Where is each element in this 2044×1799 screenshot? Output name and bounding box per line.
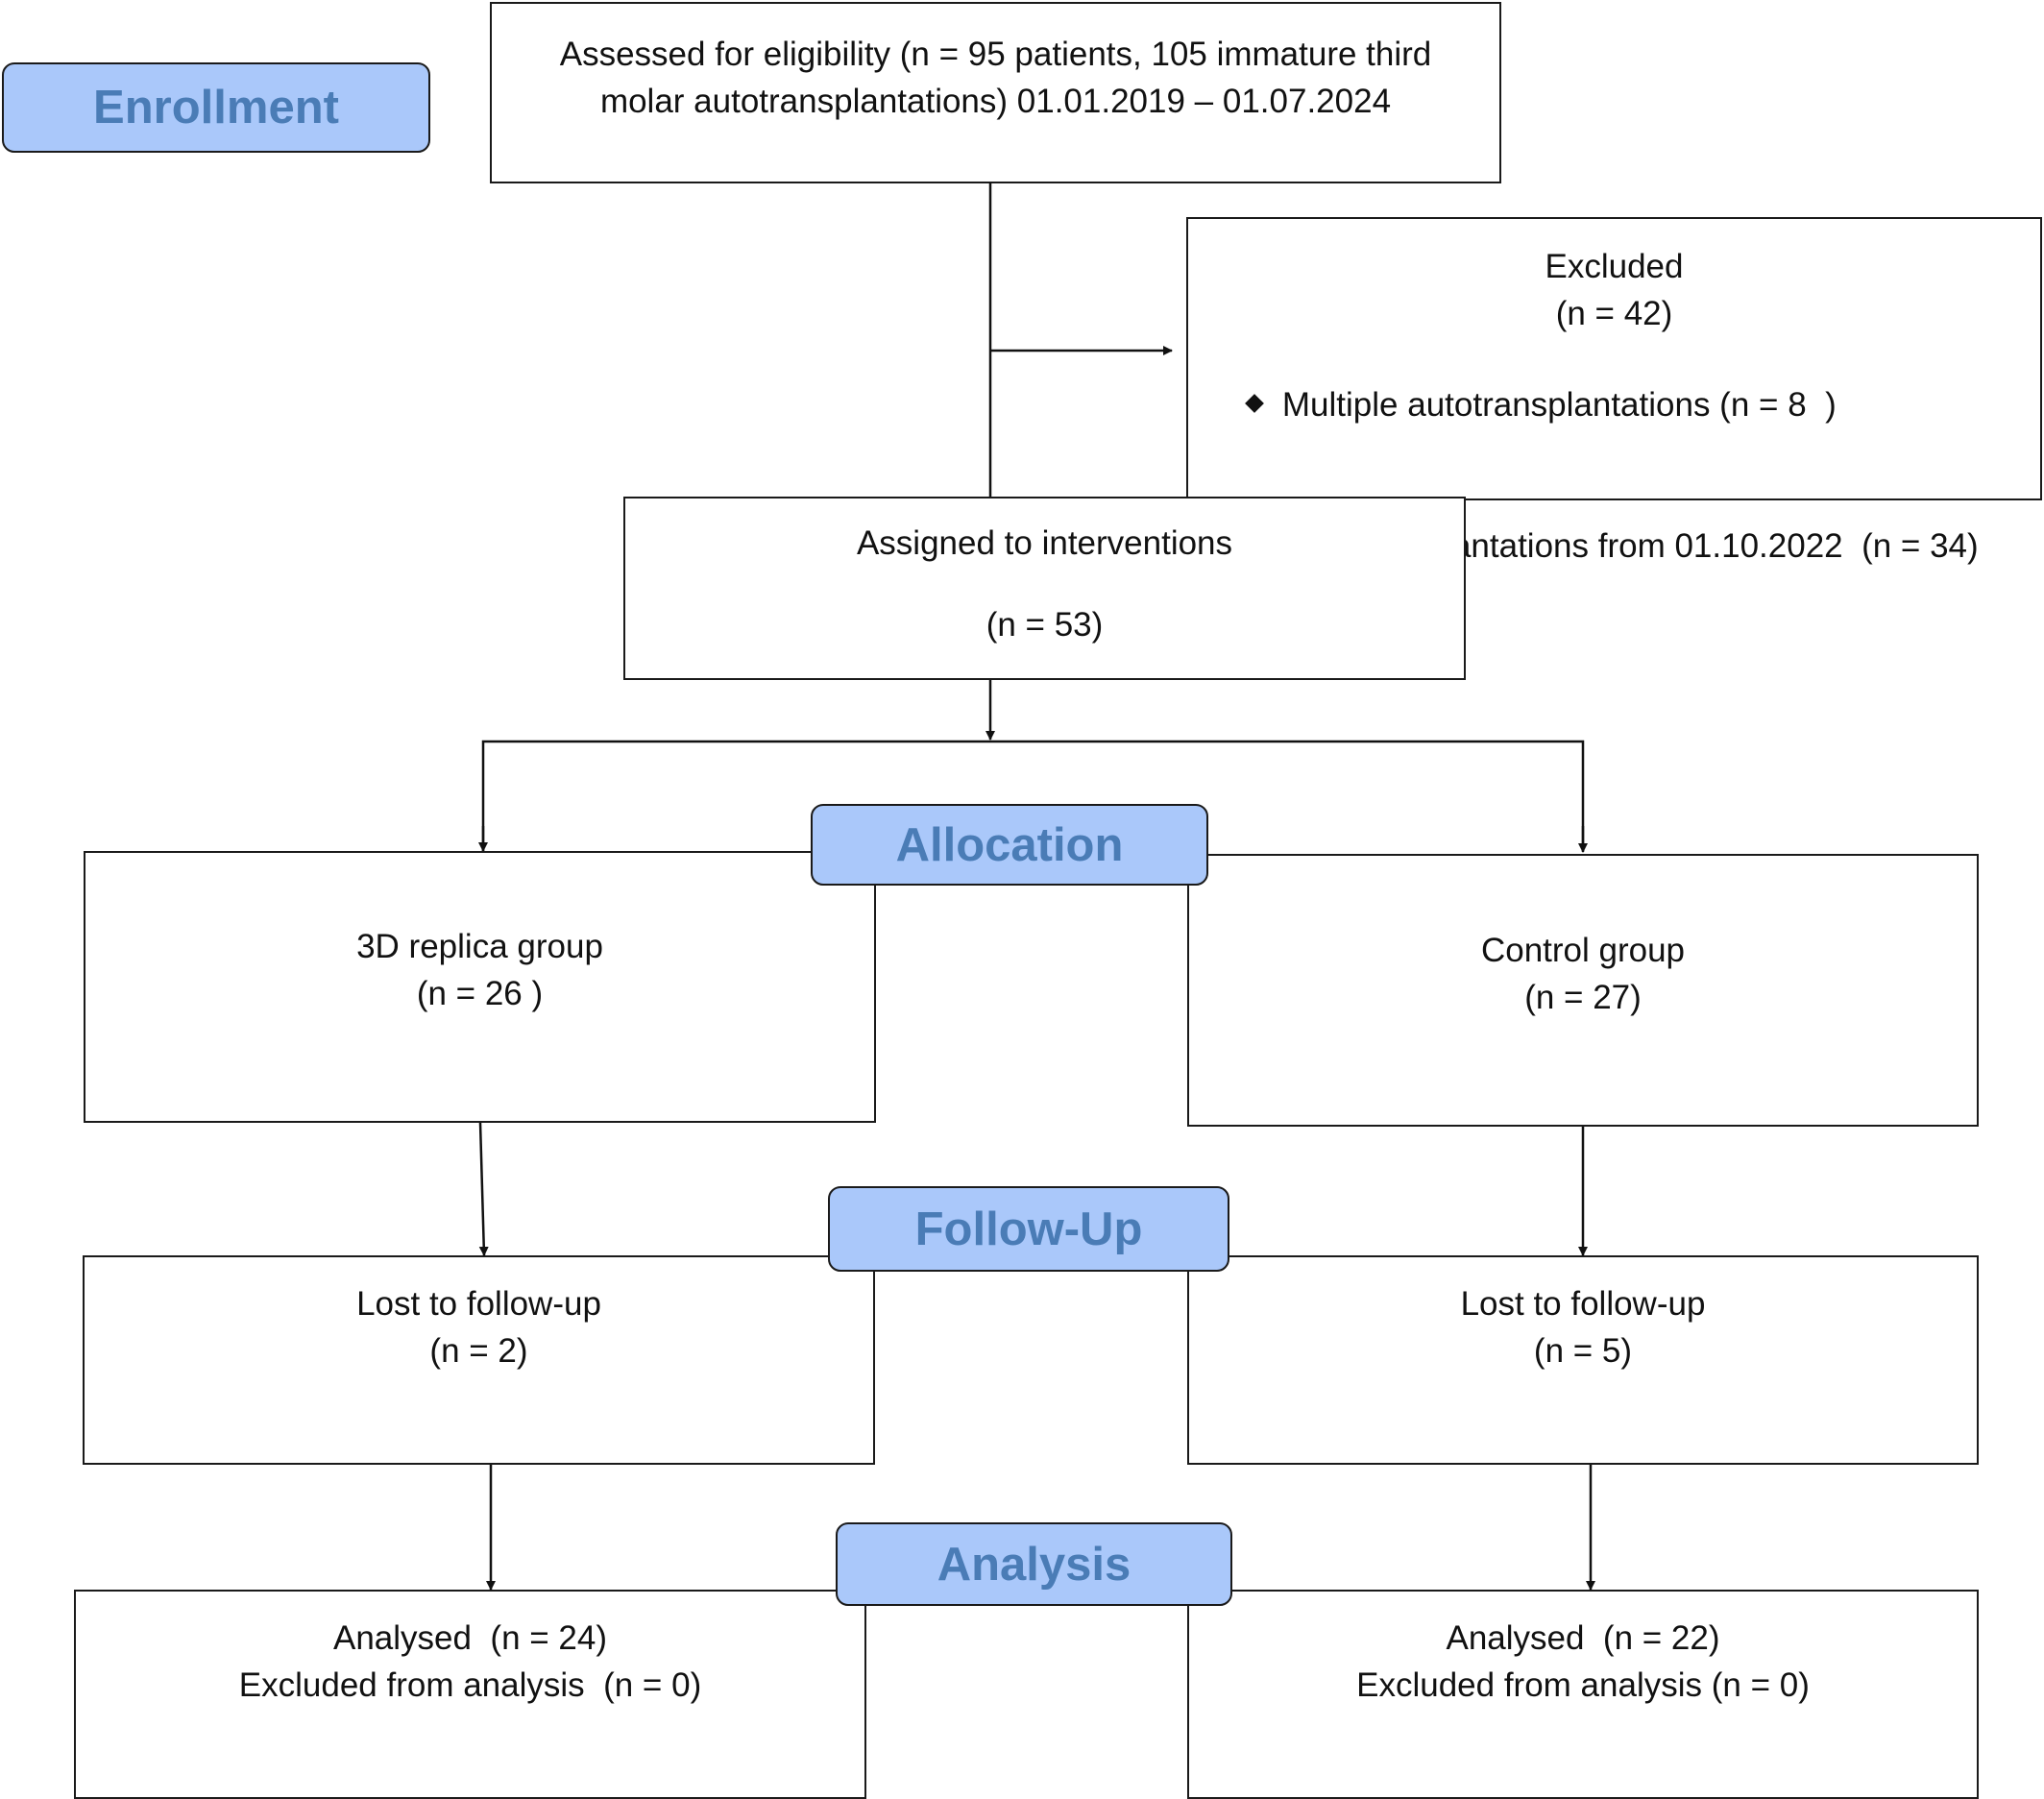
excluded-title: Excluded (1545, 248, 1684, 285)
excluded-reason-text: Multiple autotransplantations (n = 8 ) (1281, 386, 1837, 424)
replica-group-count: (n = 26 ) (416, 975, 544, 1012)
replica-lost-count: (n = 2) (429, 1332, 528, 1370)
control-excluded-from-analysis: Excluded from analysis (n = 0) (1356, 1666, 1810, 1704)
assessed-box: Assessed for eligibility (n = 95 patient… (490, 2, 1501, 183)
control-group-count: (n = 27) (1524, 979, 1642, 1016)
bullet-diamond-icon (1245, 393, 1264, 413)
excluded-box: Excluded (n = 42) (1186, 217, 2042, 500)
replica-group-title: 3D replica group (356, 928, 603, 965)
assigned-spacer (625, 567, 1464, 601)
left-followup-arrow (478, 1122, 489, 1256)
replica-followup-box: Lost to follow-up (n = 2) (83, 1255, 875, 1465)
replica-analysis-box: Analysed (n = 24) Excluded from analysis… (74, 1590, 866, 1799)
assessed-line-1: Assessed for eligibility (n = 95 patient… (559, 36, 1432, 73)
replica-analysed: Analysed (n = 24) (332, 1619, 608, 1657)
control-group-box: Control group (n = 27) (1187, 854, 1979, 1127)
control-lost-title: Lost to follow-up (1460, 1285, 1706, 1323)
stage-label-follow-up: Follow-Up (828, 1186, 1229, 1272)
stage-label-enrollment: Enrollment (2, 62, 430, 153)
stage-label-text: Allocation (895, 818, 1124, 871)
assigned-title: Assigned to interventions (856, 524, 1233, 562)
assigned-count: (n = 53) (986, 606, 1104, 644)
stage-label-allocation: Allocation (811, 804, 1208, 886)
assigned-box: Assigned to interventions (n = 53) (623, 497, 1466, 680)
excluded-reason-item: Multiple autotransplantations (n = 8 ) (1210, 334, 1979, 475)
control-group-title: Control group (1480, 932, 1686, 969)
stage-label-text: Enrollment (93, 82, 339, 134)
control-followup-box: Lost to follow-up (n = 5) (1187, 1255, 1979, 1465)
control-analysis-box: Analysed (n = 22) Excluded from analysis… (1187, 1590, 1979, 1799)
replica-excluded-from-analysis: Excluded from analysis (n = 0) (238, 1666, 702, 1704)
stage-label-text: Analysis (937, 1538, 1132, 1591)
stage-label-text: Follow-Up (914, 1203, 1143, 1255)
assessed-line-2: molar autotransplantations) 01.01.2019 –… (599, 83, 1392, 120)
stage-label-analysis: Analysis (836, 1522, 1232, 1606)
excluded-count: (n = 42) (1555, 295, 1673, 332)
replica-group-box: 3D replica group (n = 26 ) (84, 851, 876, 1123)
control-analysed: Analysed (n = 22) (1446, 1619, 1720, 1657)
control-lost-count: (n = 5) (1533, 1332, 1633, 1370)
replica-lost-title: Lost to follow-up (356, 1285, 601, 1323)
